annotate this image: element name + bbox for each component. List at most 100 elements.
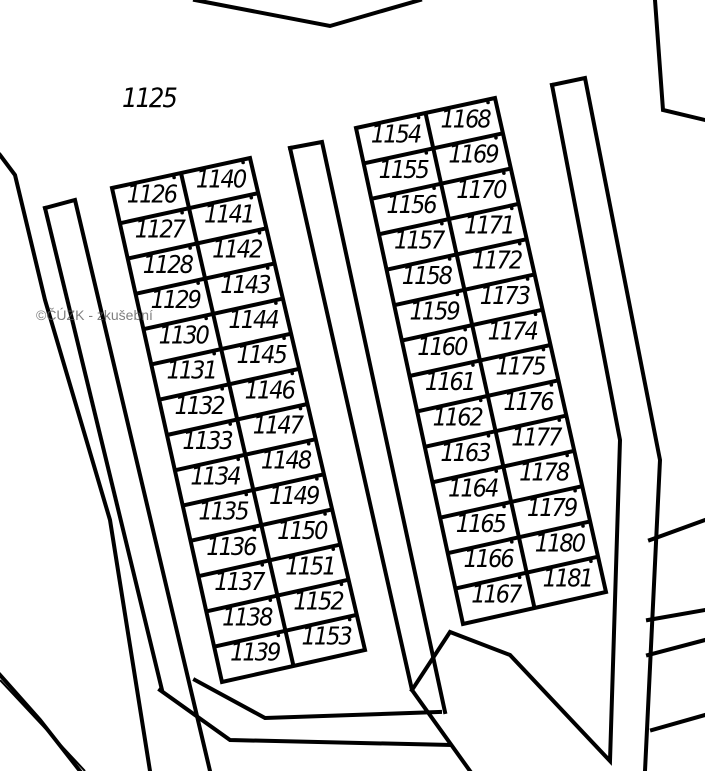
parcel-label-1140: 1140 [196,164,247,193]
boundary-point [180,210,184,215]
parcel-label-1154: 1154 [371,119,421,148]
boundary-point [282,336,286,341]
parcel-label-1176: 1176 [503,387,554,416]
parcel-label-1130: 1130 [159,320,210,349]
row-divider [393,272,536,308]
boundary-point [265,266,270,270]
boundary-point [323,512,327,516]
boundary-point [339,582,344,587]
boundary-point [502,171,506,175]
boundary-point [244,492,249,497]
row-divider [127,226,267,261]
block-outline [353,95,609,627]
boundary-point [260,563,265,567]
parcel-label-1172: 1172 [472,246,522,275]
parcel-label-1170: 1170 [456,175,507,204]
boundary-point [252,527,257,532]
boundary-point [276,633,281,638]
parcel-label-1169: 1169 [448,140,498,169]
parcel-label-1128: 1128 [143,250,194,279]
boundary-point [486,100,490,105]
parcel-label-1178: 1178 [519,458,570,487]
boundary-point [510,540,514,544]
parcel-label-1133: 1133 [182,426,232,455]
parcel-label-1153: 1153 [302,622,352,651]
boundary-point [447,257,452,261]
parcel-label-1138: 1138 [222,602,273,631]
boundary-point [204,316,208,321]
boundary-point [517,575,522,580]
parcel-label-1173: 1173 [480,281,530,310]
boundary-point [268,598,273,602]
boundary-point [517,241,522,246]
parcel-label-1142: 1142 [212,235,262,264]
block-outline [109,155,368,685]
parcel-block-left: 1126112711281129113011311132113311341135… [109,155,368,685]
boundary-point [315,477,319,481]
parcel-label-1132: 1132 [174,391,224,420]
parcel-label-1175: 1175 [496,352,547,381]
boundary-point [502,504,506,509]
parcel-label-1179: 1179 [527,493,577,522]
boundary-point [220,387,225,391]
parcel-label-1171: 1171 [464,210,513,239]
parcel-label-1149: 1149 [269,481,319,510]
boundary-point [290,371,295,376]
row-divider [386,237,528,272]
row-divider [190,507,333,543]
boundary-point [525,277,530,281]
boundary-point [188,246,192,250]
parcel-label-1163: 1163 [440,438,490,467]
boundary-point [196,281,200,285]
row-divider [213,612,358,649]
boundary-point [494,135,498,140]
row-divider [166,402,308,437]
row-divider [143,296,284,332]
row-divider [150,331,292,367]
parcel-label-1158: 1158 [402,261,453,290]
row-divider [431,448,575,485]
row-divider [197,542,341,579]
parcel-label-1162: 1162 [433,403,483,432]
parcel-label-1181: 1181 [543,564,592,593]
boundary-point [478,398,483,403]
parcel-label-1148: 1148 [261,446,312,475]
parcel-label-1146: 1146 [245,375,296,404]
parcel-label-1137: 1137 [214,567,266,596]
boundary-point [486,433,491,438]
boundary-point [257,231,262,235]
parcel-label-1165: 1165 [456,509,507,538]
boundary-point [212,351,216,356]
parcel-label-1125: 1125 [122,83,177,114]
row-divider [401,307,543,343]
parcel-label-1126: 1126 [127,179,178,208]
boundary-point [241,160,245,165]
boundary-point [494,469,499,473]
row-divider [409,343,551,378]
boundary-point [557,418,562,422]
boundary-point [347,617,352,622]
boundary-point [589,559,593,564]
parcel-label-1180: 1180 [535,528,586,557]
parcel-label-1129: 1129 [151,285,201,314]
boundary-point [541,347,546,352]
parcel-label-1144: 1144 [228,305,278,334]
row-divider [158,366,300,402]
boundary-point [172,175,176,180]
parcel-label-1136: 1136 [206,532,257,561]
parcel-label-1151: 1151 [285,551,334,580]
parcel-block-right: 1154115511561157115811591160116111621163… [353,95,609,627]
parcel-label-1177: 1177 [511,422,563,451]
row-divider [447,519,591,556]
row-divider [363,131,504,166]
parcel-label-1164: 1164 [448,473,498,502]
row-divider [416,378,559,414]
boundary-point [455,292,460,297]
row-divider [370,166,512,201]
watermark-text: ©ČÚZK - zkušební [36,307,153,323]
parcel-label-1159: 1159 [409,296,459,325]
boundary-point [509,206,514,211]
parcel-label-1160: 1160 [417,332,468,361]
